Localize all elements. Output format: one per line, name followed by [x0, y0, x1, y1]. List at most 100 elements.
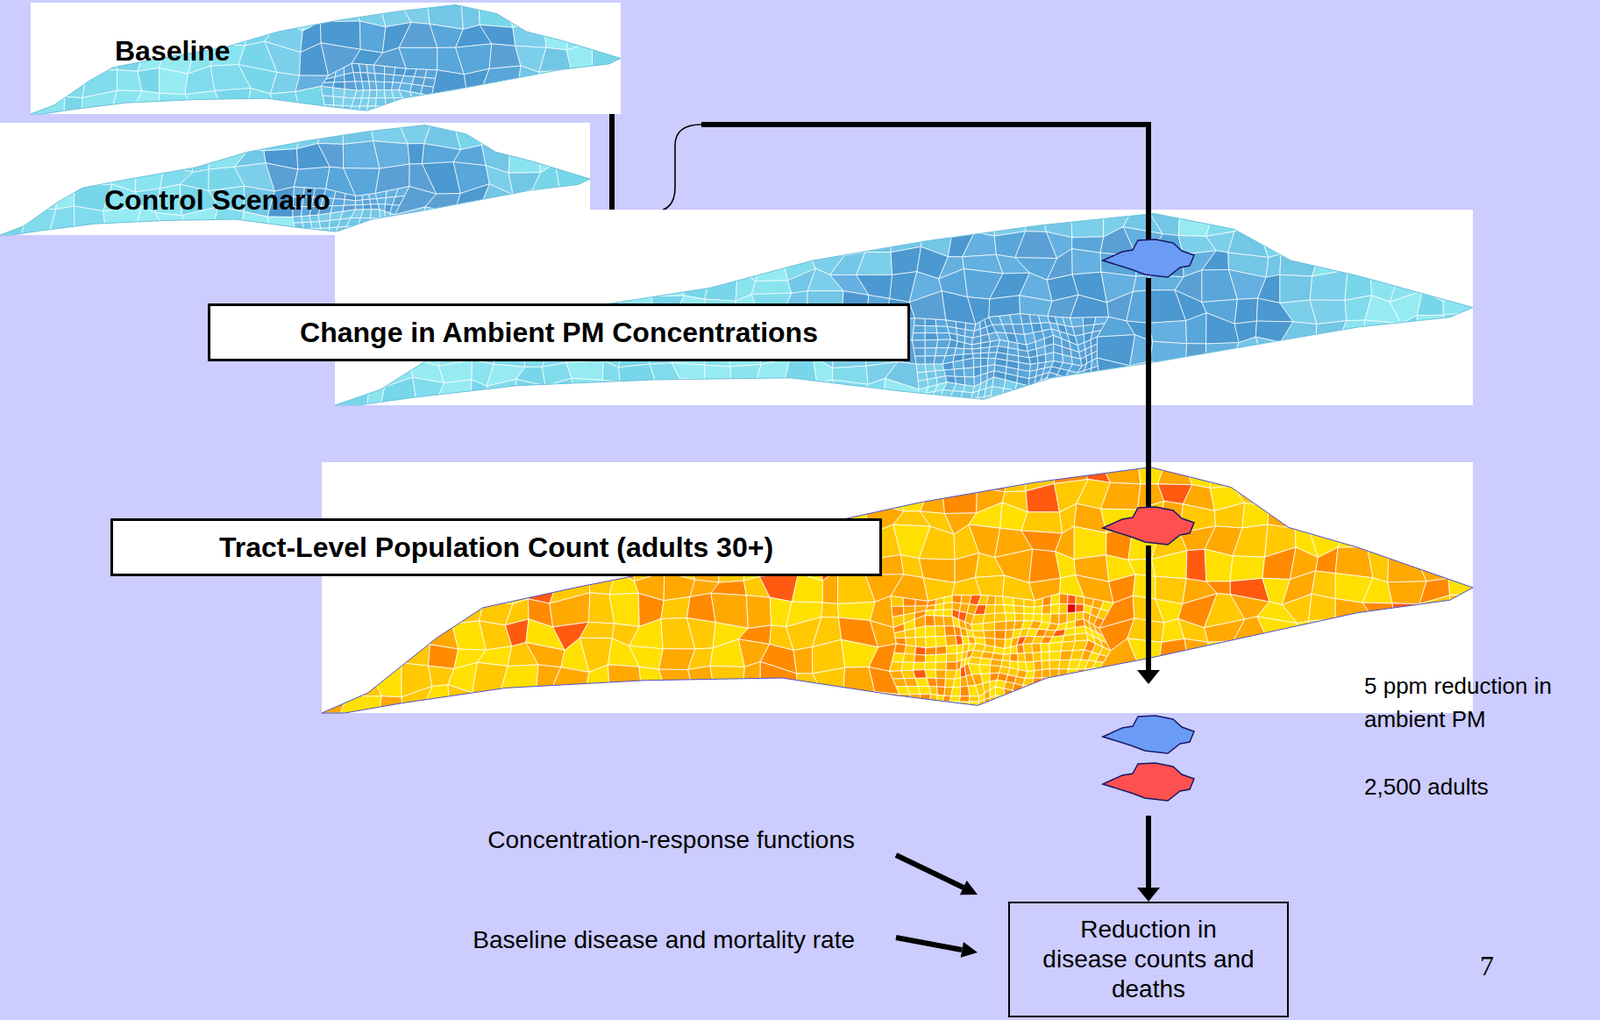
map-tract [446, 480, 482, 514]
map-tract [972, 630, 985, 638]
map-tract [1415, 547, 1451, 582]
map-tract [486, 229, 527, 254]
map-tract [947, 707, 960, 713]
map-tract [400, 481, 434, 515]
map-tract [1100, 382, 1133, 406]
map-tract [902, 706, 912, 713]
map-tract [793, 647, 813, 674]
map-tract [30, 2, 63, 29]
map-tract [1438, 356, 1473, 388]
map-tract [1214, 502, 1245, 528]
map-tract [1391, 360, 1423, 384]
connector-line [1145, 405, 1152, 463]
map-tract [754, 357, 790, 388]
map-tract [373, 141, 410, 170]
map-tract [804, 209, 838, 230]
map-tract [82, 2, 108, 31]
map-tract [963, 367, 975, 377]
map-tract [320, 85, 334, 97]
map-tract [1081, 398, 1094, 406]
map-tract [334, 191, 346, 200]
map-tract [1415, 526, 1451, 556]
map-tract [910, 706, 920, 713]
map-tract [812, 667, 846, 691]
map-tract [392, 615, 430, 645]
map-tract [619, 272, 659, 297]
map-tract [463, 272, 498, 296]
map-tract [565, 90, 591, 114]
map-tract [1082, 696, 1094, 705]
map-tract [552, 687, 587, 713]
map-tract [912, 333, 926, 341]
map-tract [386, 227, 394, 235]
map-tract [560, 192, 591, 217]
map-tract [629, 618, 664, 649]
map-tract [981, 347, 990, 354]
map-tract [924, 348, 937, 356]
map-tract [137, 68, 160, 94]
input-label: Concentration-response functions [333, 824, 855, 855]
map-tract [577, 462, 618, 484]
map-tract [1150, 341, 1188, 367]
census-tract [1102, 715, 1195, 754]
connector-line [609, 113, 615, 210]
map-tract [840, 480, 868, 508]
map-tract [1033, 605, 1043, 614]
map-tract [1258, 355, 1290, 386]
map-tract [1364, 647, 1392, 671]
map-tract [49, 122, 86, 148]
map-tract [1444, 479, 1474, 510]
map-tract [924, 326, 938, 334]
map-panel: Change in Ambient PM Concentrations [334, 209, 1473, 406]
map-tract [1280, 274, 1313, 303]
connector [590, 124, 1149, 213]
map-tract [396, 106, 411, 114]
map-tract [1335, 547, 1373, 578]
map-tract [1062, 391, 1072, 399]
map-tract [602, 360, 620, 383]
map-tract [591, 42, 621, 75]
map-tract [901, 661, 915, 671]
map-tract [362, 199, 371, 205]
map-tract [18, 122, 57, 148]
map-tract [519, 248, 549, 276]
map-tract [386, 209, 418, 238]
map-tract [901, 700, 912, 707]
map-tract [883, 377, 919, 406]
map-tract [607, 687, 644, 713]
map-tract [57, 165, 81, 190]
map-tract [190, 147, 209, 173]
map-tract [334, 209, 358, 238]
map-tract [1205, 384, 1238, 406]
map-tract [1004, 612, 1016, 621]
map-tract [924, 610, 935, 616]
map-tract [1389, 462, 1425, 482]
map-tract [934, 603, 944, 611]
map-tract [479, 92, 519, 114]
map-panel: Tract-Level Population Count (adults 30+… [321, 462, 1473, 713]
map-tract [367, 619, 398, 645]
map-tract [1101, 482, 1142, 510]
map-tract [859, 377, 886, 406]
map-tract [746, 462, 770, 487]
map-tract [924, 363, 935, 372]
map-tract [807, 226, 846, 256]
map-tract [1048, 386, 1058, 398]
map-tract [344, 662, 383, 697]
map-tract [368, 98, 377, 107]
map-tract [1084, 675, 1094, 683]
map-tract [760, 661, 798, 691]
map-tract [979, 664, 991, 675]
map-tract [1046, 377, 1056, 390]
map-tract [370, 209, 381, 219]
map-tract [1101, 688, 1131, 713]
map-tract [995, 695, 1007, 705]
map-tract [1072, 398, 1084, 406]
map-tract [925, 647, 937, 655]
map-tract [1315, 320, 1347, 345]
map-tract [936, 677, 946, 687]
map-tract [995, 630, 1007, 640]
map-tract [1099, 663, 1138, 690]
map-tract [862, 209, 893, 233]
map-tract [614, 462, 640, 484]
